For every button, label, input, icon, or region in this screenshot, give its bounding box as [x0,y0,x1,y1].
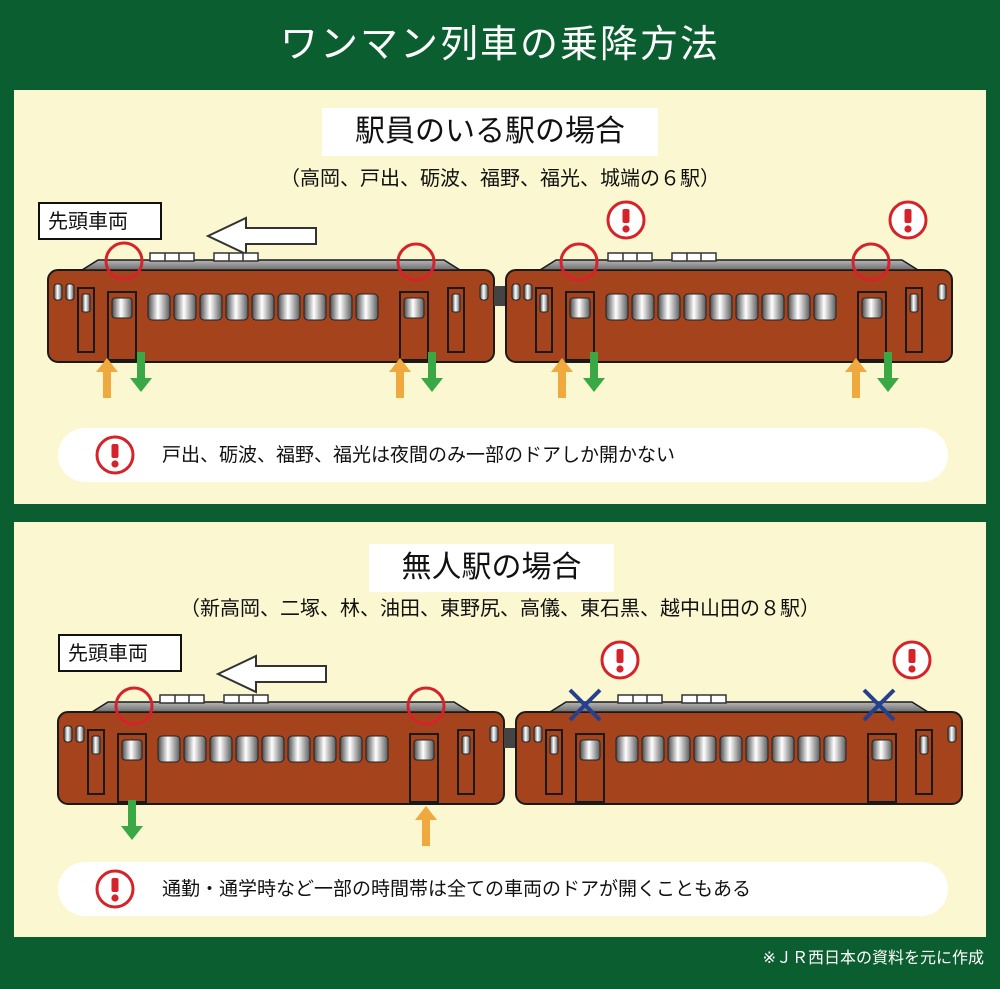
unstaffed-station-panel: 無人駅の場合 （新高岡、二塚、林、油田、東野尻、高儀、東石黒、越中山田の８駅） … [14,522,986,937]
warning-icon [600,640,640,680]
board-up-arrow-icon [551,358,573,398]
door-circle-icon [396,242,436,282]
board-up-arrow-icon [415,806,437,846]
coupler [504,728,516,748]
page-title: ワンマン列車の乗降方法 [279,22,720,66]
door-circle-icon [406,686,446,726]
door-circle-icon [114,686,154,726]
door-closed-x-icon [568,688,602,722]
left-arrow-icon [217,655,327,693]
warning-icon [95,869,135,909]
staffed-station-panel: 駅員のいる駅の場合 （高岡、戸出、砺波、福野、福光、城端の６駅） 先頭車両 戸出… [14,90,986,504]
door-closed-x-icon [862,688,896,722]
warning-icon [606,200,646,240]
source-credit: ※ＪＲ西日本の資料を元に作成 [762,948,984,967]
staffed-notice-text: 戸出、砺波、福野、福光は夜間のみ一部のドアしか開かない [162,444,676,466]
staffed-station-list: （高岡、戸出、砺波、福野、福光、城端の６駅） [280,166,720,190]
unstaffed-notice-text: 通勤・通学時など一部の時間帯は全ての車両のドアが開くこともある [162,878,752,900]
board-up-arrow-icon [389,358,411,398]
left-arrow-icon [207,217,317,255]
exit-down-arrow-icon [121,800,143,840]
staffed-notice: 戸出、砺波、福野、福光は夜間のみ一部のドアしか開かない [58,428,948,482]
coupler [494,286,506,306]
train-car-2 [505,252,953,363]
door-circle-icon [559,242,599,282]
board-up-arrow-icon [845,358,867,398]
warning-icon [95,435,135,475]
lead-car-label: 先頭車両 [38,202,162,240]
unstaffed-station-list: （新高岡、二塚、林、油田、東野尻、高儀、東石黒、越中山田の８駅） [180,596,820,620]
train-car-1 [47,252,495,363]
unstaffed-train-diagram [57,640,963,846]
lead-car-label: 先頭車両 [58,634,182,672]
train-car-2 [515,694,963,805]
door-circle-icon [851,242,891,282]
warning-icon [892,640,932,680]
unstaffed-heading: 無人駅の場合 [369,544,614,592]
unstaffed-notice: 通勤・通学時など一部の時間帯は全ての車両のドアが開くこともある [58,862,948,916]
staffed-train-diagram [47,200,953,398]
train-car-1 [57,694,505,805]
warning-icon [888,200,928,240]
staffed-heading: 駅員のいる駅の場合 [322,108,658,156]
door-circle-icon [104,241,144,281]
board-up-arrow-icon [96,358,118,398]
